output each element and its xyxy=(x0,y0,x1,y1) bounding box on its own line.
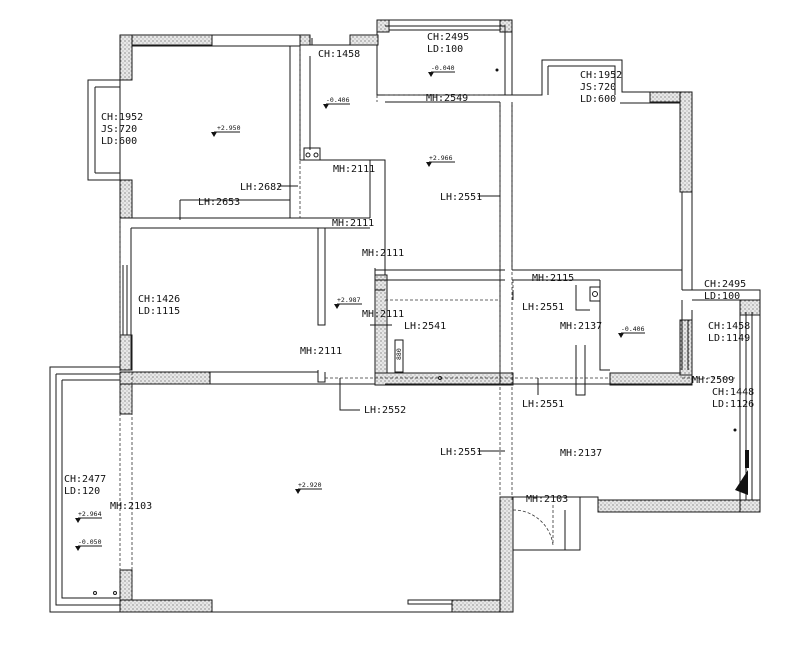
elevation-label: -0.050 xyxy=(78,538,102,546)
door-mh-label: MH:2115 xyxy=(532,273,574,284)
door-mh-label: MH:2111 xyxy=(300,346,342,357)
elevation-label: +2.950 xyxy=(217,124,241,132)
window-ch-label: CH:2495 xyxy=(427,32,469,43)
door-mh-label: MH:2111 xyxy=(332,218,374,229)
door-annotations: MH:2549 MH:2111 MH:2111 MH:2111 MH:2111 … xyxy=(110,93,734,512)
window-ld-label: LD:100 xyxy=(704,291,740,302)
window-ld-label: LD:600 xyxy=(580,94,616,105)
beam-lh-label: LH:2653 xyxy=(198,197,240,208)
window-ch-label: CH:1952 xyxy=(580,70,622,81)
window-js-label: JS:720 xyxy=(101,124,137,135)
window-ch-label: CH:2495 xyxy=(704,279,746,290)
elevation-label: -0.040 xyxy=(431,64,455,72)
door-mh-label: MH:2137 xyxy=(560,448,602,459)
elevation-label: +2.987 xyxy=(337,296,361,304)
outer-walls xyxy=(49,19,761,613)
door-mh-label: MH:2137 xyxy=(560,321,602,332)
door-mh-label: MH:2509 xyxy=(692,375,734,386)
elevation-markers: +2.950 -0.406 -0.040 +2.966 +2.987 -0.40… xyxy=(75,64,645,551)
window-ld-label: LD:1149 xyxy=(708,333,750,344)
beam-lh-label: LH:2551 xyxy=(522,302,564,313)
window-ch-label: CH:1448 xyxy=(712,387,754,398)
door-mh-label: MH:2103 xyxy=(110,501,152,512)
door-mh-label: MH:2111 xyxy=(362,248,404,259)
beam-annotations: LH:2682 LH:2653 LH:2551 LH:2551 LH:2551 … xyxy=(198,182,564,458)
window-annotations: CH:1458 CH:2495 LD:100 CH:1952 JS:720 LD… xyxy=(64,32,754,497)
elevation-label: +2.964 xyxy=(78,510,102,518)
window-ch-label: CH:1458 xyxy=(708,321,750,332)
window-ch-label: CH:2477 xyxy=(64,474,106,485)
window-ch-label: CH:1952 xyxy=(101,112,143,123)
door-mh-label: MH:2103 xyxy=(526,494,568,505)
elevation-label: +2.966 xyxy=(429,154,453,162)
window-ch-label: CH:1426 xyxy=(138,294,180,305)
window-ld-label: LD:1126 xyxy=(712,399,754,410)
door-mh-label: MH:2549 xyxy=(426,93,468,104)
window-ld-label: LD:600 xyxy=(101,136,137,147)
window-ch-label: CH:1458 xyxy=(318,49,360,60)
beam-lh-label: LH:2552 xyxy=(364,405,406,416)
door-mh-label: MH:2111 xyxy=(362,309,404,320)
beam-lh-label: LH:2551 xyxy=(440,447,482,458)
window-ld-label: LD:120 xyxy=(64,486,100,497)
door-mh-label: MH:2111 xyxy=(333,164,375,175)
elevation-label: +2.920 xyxy=(298,481,322,489)
beam-lh-label: LH:2551 xyxy=(440,192,482,203)
elevation-label: -0.406 xyxy=(326,96,350,104)
window-js-label: JS:720 xyxy=(580,82,616,93)
elevation-label: -0.406 xyxy=(621,325,645,333)
beam-lh-label: LH:2682 xyxy=(240,182,282,193)
dimension-label: 880 xyxy=(395,348,403,360)
leader-lines xyxy=(179,185,539,452)
fixtures xyxy=(93,68,749,605)
beam-lh-label: LH:2541 xyxy=(404,321,446,332)
window-ld-label: LD:1115 xyxy=(138,306,180,317)
beam-lh-label: LH:2551 xyxy=(522,399,564,410)
beam-lines xyxy=(119,46,735,600)
window-ld-label: LD:100 xyxy=(427,44,463,55)
